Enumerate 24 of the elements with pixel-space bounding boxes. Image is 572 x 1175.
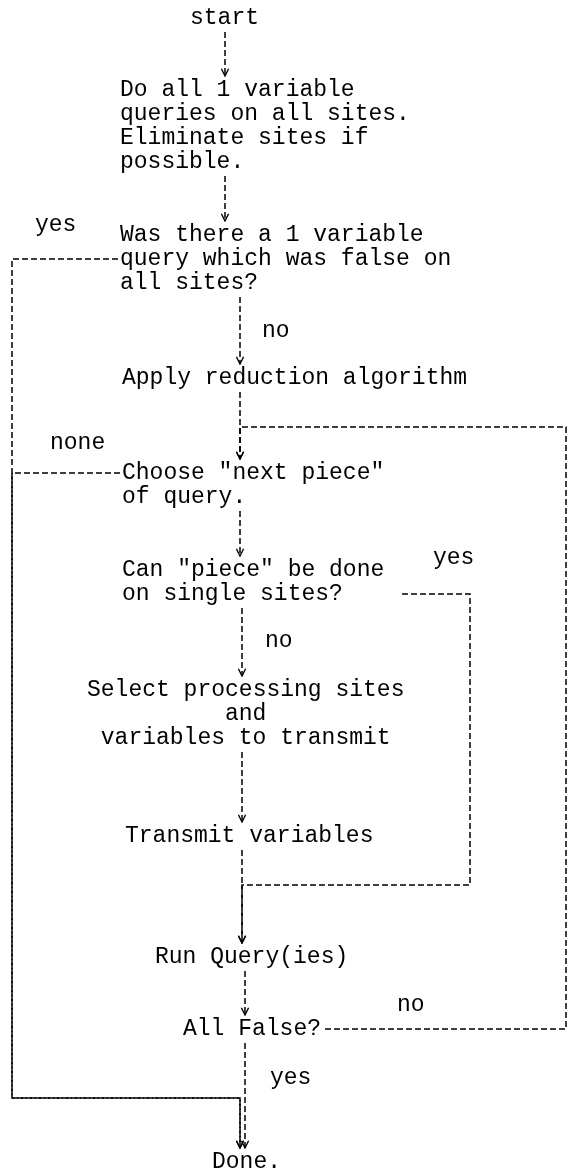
step-text: Do all 1 variable queries on all sites. Eliminate sites if possible. [120,78,410,174]
dashed-arrow [220,31,230,77]
dashed-arrow [237,607,247,677]
step-text: Select processing sites [87,678,405,702]
step-text: and [225,702,267,726]
step-text: Apply reduction algorithm [122,366,468,390]
dashed-arrow [240,1042,250,1149]
step-text: Done. [212,1150,281,1174]
dashed-arrow [235,426,567,1030]
dashed-arrow [220,175,230,222]
dashed-arrow [235,296,245,365]
dashed-arrow [240,970,250,1016]
step-text: Transmit variables [125,824,374,848]
step-text: All False? [183,1017,321,1041]
step-text: Was there a 1 variable query which was false on all sites? [120,223,452,295]
step-text: start [190,6,259,30]
step-text: Choose "next piece" of query. [122,461,399,509]
dashed-arrow [11,472,245,1149]
dashed-arrow [235,510,245,557]
step-text: Run Query(ies) [155,945,349,969]
step-text: Can "piece" be done on single sites? [122,558,399,606]
step-text: variables to transmit [99,726,392,750]
dashed-arrow [237,849,247,944]
dashed-arrow [237,751,247,823]
